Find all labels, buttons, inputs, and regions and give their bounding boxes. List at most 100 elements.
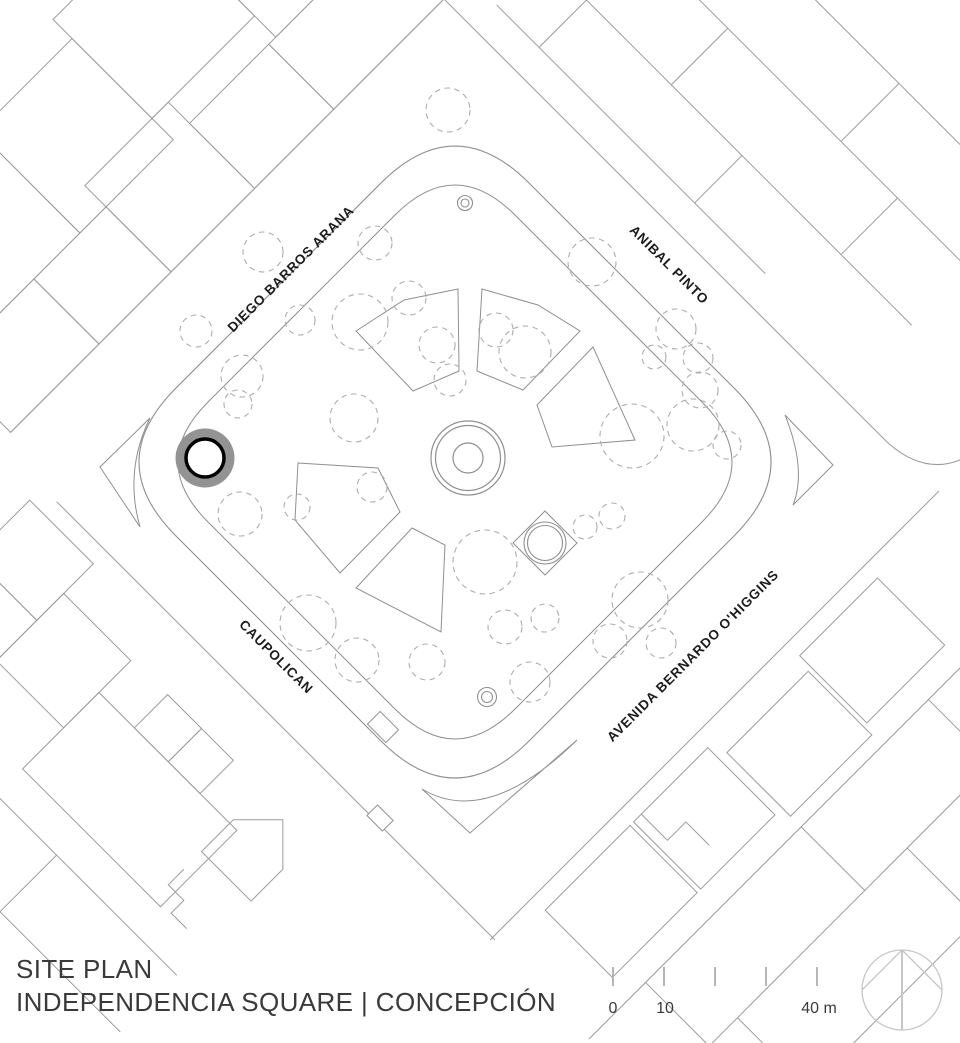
parcel-line (0, 0, 227, 207)
parcel-line (670, 27, 729, 86)
tree-canopy (179, 314, 213, 348)
tree-canopy (498, 325, 552, 379)
building-outline (200, 819, 284, 902)
tree-canopy (655, 308, 697, 350)
building-parcel (0, 592, 132, 729)
pavilion (523, 521, 567, 565)
parcel-line (722, 805, 960, 1043)
tree-canopy (645, 627, 677, 659)
tree-canopy (712, 430, 742, 460)
parcel-line (737, 1017, 809, 1043)
tree-canopy (666, 398, 720, 452)
tree-canopy (284, 304, 316, 336)
tree-canopy (279, 594, 337, 652)
planting-bed (476, 288, 581, 391)
parcel-line (515, 0, 960, 312)
north-wing-left (861, 949, 903, 991)
tree-canopy (433, 363, 467, 397)
parcel-line (906, 847, 960, 920)
city-block (0, 0, 454, 434)
building-parcel (0, 278, 100, 434)
building-parcel (544, 824, 698, 979)
building-parcel (181, 0, 365, 38)
north-wing-right (901, 949, 943, 991)
tree-canopy (329, 393, 379, 443)
tree-canopy (572, 514, 598, 540)
north-arrow-icon (861, 949, 943, 1031)
tree-canopy (598, 502, 626, 530)
tree-canopy (567, 237, 617, 287)
block-corner-curve (887, 442, 960, 466)
tree-canopy (487, 609, 523, 645)
parcel-line (0, 677, 178, 976)
planting-bed (355, 527, 446, 633)
plaza-marker (460, 198, 470, 208)
planting-bed (536, 346, 636, 448)
tree-canopy (356, 471, 388, 503)
tree-canopy (681, 371, 719, 409)
tree-canopy (334, 637, 380, 683)
tree-canopy (478, 312, 514, 348)
kiosk-outline (366, 710, 400, 744)
plaza-layer (99, 145, 834, 834)
kiosk (366, 804, 394, 832)
building-parcel (52, 0, 256, 120)
parcel-line (56, 501, 496, 941)
traffic-island (99, 417, 151, 528)
parcel-line (645, 982, 710, 1043)
plaza-outer-boundary (138, 145, 772, 779)
parcel-line (0, 0, 155, 135)
parcel-line (694, 155, 743, 204)
traffic-island (784, 414, 834, 506)
plaza-marker (480, 690, 494, 704)
street-label: ANIBAL PINTO (627, 222, 712, 307)
tree-canopy (425, 87, 471, 133)
fountain (430, 420, 506, 496)
tree-canopy (331, 293, 389, 351)
building-outline (640, 813, 710, 846)
parcel-line (588, 614, 960, 1040)
tree-canopy (641, 344, 667, 370)
tree-canopy (509, 661, 551, 703)
building-parcel (188, 43, 335, 190)
plaza-features-layer (175, 194, 578, 832)
pavilion-plinth (512, 510, 578, 576)
monument (184, 437, 226, 479)
fountain (434, 424, 502, 492)
city-block (437, 0, 960, 466)
tree-canopy (452, 529, 518, 595)
plaza-marker (476, 686, 498, 708)
tree-canopy (223, 389, 253, 419)
trees-layer (179, 87, 742, 703)
page-subtitle: INDEPENDENCIA SQUARE | CONCEPCIÓN (16, 987, 557, 1017)
building-parcel (0, 131, 81, 340)
building-parcel (0, 37, 174, 234)
plaza-marker (456, 194, 474, 212)
tree-canopy (391, 280, 427, 316)
parcel-line (0, 734, 121, 1033)
city-block (489, 490, 960, 1043)
tree-canopy (283, 493, 311, 521)
street-label: DIEGO BARROS ARANA (225, 203, 357, 335)
planting-beds-layer (294, 288, 636, 633)
parcel-line (489, 490, 940, 941)
parcel-line (496, 4, 766, 275)
scale-label: 40 m (801, 1000, 837, 1017)
parcel-line (437, 0, 889, 444)
building-parcel (726, 670, 873, 817)
building-parcel (84, 101, 256, 273)
tree-canopy (220, 354, 264, 398)
parcel-line (652, 706, 960, 1043)
building-parcel (0, 556, 38, 664)
parcel-line (487, 0, 913, 326)
city-block (0, 499, 496, 1033)
parcel-line (0, 854, 57, 913)
title-block: SITE PLAN INDEPENDENCIA SQUARE | CONCEPC… (16, 953, 556, 1019)
building-parcel (33, 206, 172, 345)
building-outline (167, 868, 188, 930)
parcel-line (10, 0, 453, 433)
tree-canopy (357, 225, 393, 261)
